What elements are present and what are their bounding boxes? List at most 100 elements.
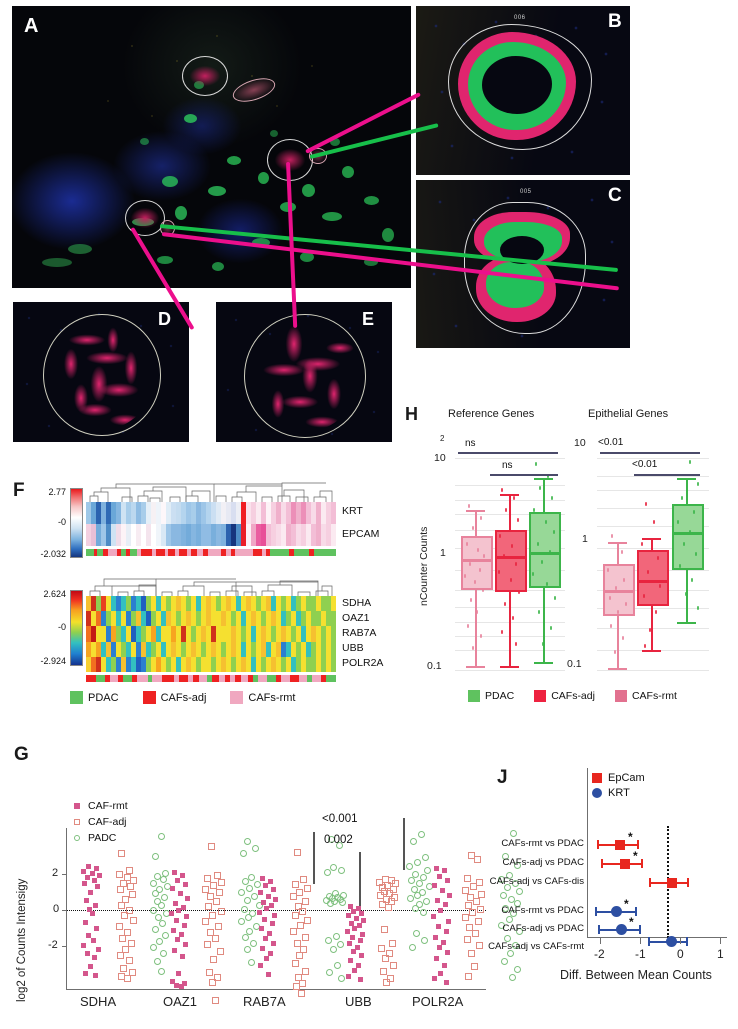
panel-f-bottom-colorbar	[70, 590, 83, 666]
fp-star-epcam-rmt: *	[628, 830, 633, 844]
fp-cap-right-krt-rmt2	[686, 937, 689, 946]
box-cap-bottom-epi-pdac	[677, 622, 696, 625]
panel-e-letter: E	[362, 309, 375, 329]
panel-g-annotation-1: <0.001	[322, 813, 358, 825]
box-median-epi-cafs-adj	[637, 580, 667, 583]
panel-j-row-label-5: CAFs-adj vs PDAC	[502, 923, 584, 934]
panel-g-plot-area	[62, 818, 523, 1004]
panel-j-xtick-0: 0	[677, 947, 684, 961]
panel-g-letter: G	[14, 744, 29, 765]
panel-g-annotation-2: 0.002	[324, 834, 353, 846]
legend-marker-epcam	[592, 772, 602, 783]
fp-cap-left-krt-adj	[598, 925, 601, 934]
legend-marker-caf-rmt	[74, 803, 80, 809]
panel-a-roi-caf-bottom	[125, 200, 165, 236]
panel-h-epi-ytick-1: 1	[582, 533, 588, 545]
legend-swatch-h-cafs-rmt	[614, 690, 627, 702]
panel-h-ylabel: nCounter Counts	[418, 526, 430, 606]
fp-cap-right-epcam-rmt	[637, 840, 640, 849]
box-cap-top-epi-pdac	[677, 478, 696, 481]
panel-j-xtick-neg1: -1	[635, 947, 646, 961]
panel-b-roi-label: 006	[514, 15, 526, 21]
fp-point-epcam-rmt-pdac	[615, 840, 625, 850]
legend-swatch-pdac	[70, 691, 83, 704]
panel-g-bracket-2	[359, 852, 361, 906]
panel-h-ref-sigline-1	[458, 452, 558, 454]
panel-h-subplot-title-epithelial: Epithelial Genes	[588, 408, 669, 420]
panel-j-xaxis	[587, 937, 727, 939]
panel-h-epi-sigline-2	[634, 474, 700, 476]
panel-d-image: D	[13, 302, 189, 442]
panel-h-ref-ytick-1: 1	[440, 547, 446, 559]
panel-h-epi-ytick-01: 0.1	[567, 658, 582, 670]
legend-marker-padc	[74, 835, 80, 841]
panel-g-bracket-1	[313, 832, 315, 884]
box-cap-top-epi-cafs-adj	[642, 538, 661, 541]
panel-g-ytick-neg2: -2	[48, 939, 58, 951]
panel-g-yaxis	[66, 828, 68, 990]
panel-h-legend: PDAC CAFs-adj CAFs-rmt	[468, 690, 677, 702]
legend-label-krt: KRT	[608, 786, 630, 799]
panel-d-roi-boundary	[43, 314, 161, 436]
panel-j-tick-neg1	[640, 938, 642, 944]
panel-j-row-label-3: CAFs-adj vs CAFs-dis	[489, 876, 584, 887]
box-pdac	[529, 512, 561, 588]
panel-g-ytick-2: 2	[52, 867, 59, 879]
panel-f-row-label-polr2a: POLR2A	[342, 657, 384, 669]
fp-cap-left-epcam-adj	[601, 859, 604, 868]
panel-g-xtick-rab7a: RAB7A	[243, 994, 286, 1009]
panel-f-top-heatmap	[86, 502, 337, 546]
box-median-epi-pdac	[672, 532, 702, 535]
fp-cap-left-krt-rmt	[595, 907, 598, 916]
legend-label-cafs-rmt: CAFs-rmt	[248, 691, 296, 704]
panel-j-row-label-4: CAFs-rmt vs PDAC	[501, 905, 584, 916]
fp-cap-right-epcam-dis	[687, 878, 690, 887]
fp-cap-left-epcam-dis	[649, 878, 652, 887]
box-cap-top-cafs-adj	[500, 494, 519, 497]
fp-point-krt-adj-pdac	[616, 924, 627, 935]
fp-star-krt-rmt: *	[624, 897, 629, 911]
panel-f-letter: F	[13, 480, 25, 501]
panel-g-zero-reference-line	[66, 910, 486, 911]
panel-h-ref-sig-label-1: ns	[465, 438, 476, 449]
panel-d-letter: D	[158, 309, 171, 329]
legend-label-h-cafs-adj: CAFs-adj	[551, 690, 595, 702]
panel-h-epithelial-genes-plot	[597, 438, 709, 678]
panel-c-roi-boundary	[464, 202, 586, 334]
box-cap-bottom-cafs-adj	[500, 666, 519, 669]
panel-f-top-dendrogram	[89, 482, 333, 502]
panel-f-row-label-krt: KRT	[342, 505, 363, 517]
panel-j-tick-0	[680, 938, 682, 944]
panel-j-krt-adj-rmt-row	[587, 935, 727, 951]
box-epi-pdac	[672, 504, 704, 570]
panel-g-ylabel: log2 of Counts Intensigy	[16, 878, 28, 1002]
panel-b-image: 006 B	[416, 6, 630, 175]
panel-g-bracket-4	[403, 840, 405, 870]
panel-j-legend: EpCam KRT	[592, 770, 645, 800]
panel-f-bottom-heatmap	[86, 596, 336, 673]
fp-point-krt-rmt-pdac	[611, 906, 622, 917]
panel-j-row-label-6: CAFs-adj vs CAFs-rmt	[488, 941, 584, 952]
fp-point-krt-adj-rmt	[666, 936, 677, 947]
box-cap-bottom-cafs-rmt	[466, 666, 485, 669]
legend-swatch-h-cafs-adj	[534, 690, 547, 702]
legend-label-padc: PADC	[88, 832, 117, 844]
panel-f-top-scale-max: 2.77	[48, 487, 66, 497]
panel-f-top-scale-mid: -0	[57, 517, 66, 527]
panel-f-row-label-epcam: EPCAM	[342, 528, 380, 540]
legend-marker-krt	[592, 787, 602, 798]
panel-a-letter: A	[24, 15, 39, 37]
fp-point-epcam-adj-dis	[667, 878, 677, 888]
panel-j-row-label-1: CAFs-rmt vs PDAC	[501, 838, 584, 849]
panel-g-xtick-ubb: UBB	[345, 994, 372, 1009]
panel-g-xtick-sdha: SDHA	[80, 994, 117, 1009]
panel-j-row-label-2: CAFs-adj vs PDAC	[502, 857, 584, 868]
box-median-cafs-rmt	[461, 559, 491, 562]
panel-g-legend: CAF-rmt CAF-adj PADC	[74, 798, 128, 846]
panel-f-row-label-rab7a: RAB7A	[342, 627, 377, 639]
box-cafs-adj	[495, 530, 527, 592]
legend-swatch-cafs-adj	[142, 691, 156, 704]
panel-f-legend: PDAC CAFs-adj CAFs-rmt	[70, 691, 295, 704]
panel-j-xlabel: Diff. Between Mean Counts	[560, 968, 712, 982]
panel-f-row-label-sdha: SDHA	[342, 597, 372, 609]
